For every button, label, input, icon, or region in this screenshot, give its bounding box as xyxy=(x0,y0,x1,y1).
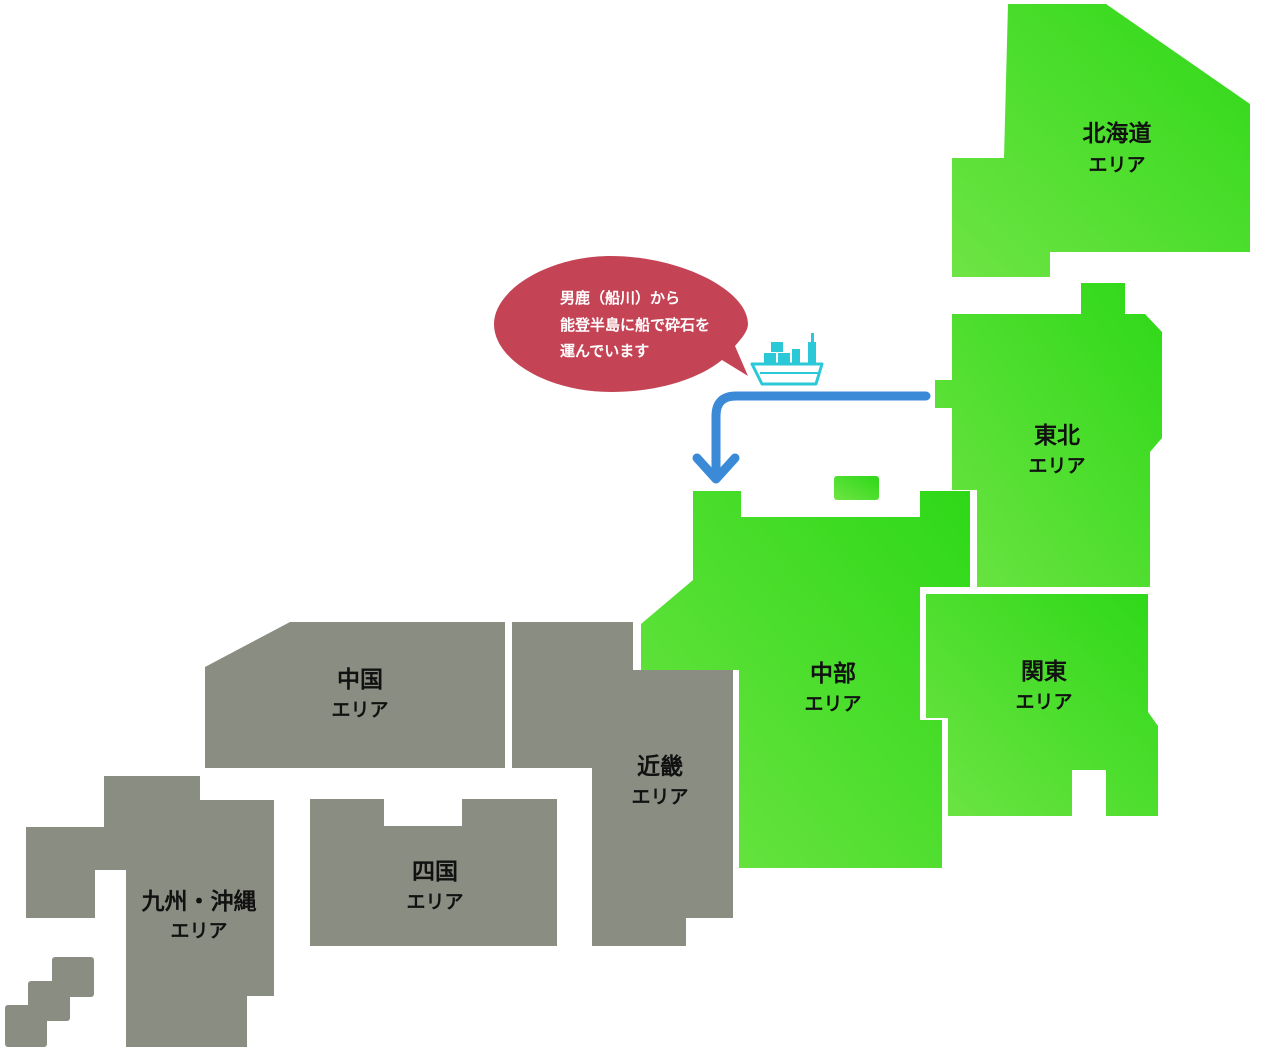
callout-bubble: 男鹿（船川）から 能登半島に船で砕石を 運んでいます xyxy=(494,256,748,392)
region-chugoku[interactable]: 中国 エリア xyxy=(205,622,505,768)
region-shikoku[interactable]: 四国 エリア xyxy=(310,799,557,946)
region-kyushu-sub: エリア xyxy=(170,920,227,942)
region-chugoku-sub: エリア xyxy=(331,699,388,721)
region-shikoku-name: 四国 xyxy=(412,859,458,885)
region-tohoku-name: 東北 xyxy=(1034,423,1080,449)
region-chubu-name: 中部 xyxy=(810,660,856,687)
region-chubu-island xyxy=(834,476,879,500)
region-tohoku-sub: エリア xyxy=(1028,455,1085,477)
region-hokkaido-shape xyxy=(952,4,1250,277)
region-chugoku-name: 中国 xyxy=(337,667,383,693)
region-hokkaido-name: 北海道 xyxy=(1083,120,1152,147)
callout-bubble-shape xyxy=(494,256,748,392)
route-arrow-icon xyxy=(692,391,931,484)
region-chugoku-shape xyxy=(205,622,505,768)
region-kinki[interactable]: 近畿 エリア xyxy=(512,622,733,946)
region-chubu-shape xyxy=(641,491,970,868)
region-kyushu-name: 九州・沖縄 xyxy=(141,889,257,915)
region-kanto-sub: エリア xyxy=(1015,691,1072,713)
region-okinawa-island-3 xyxy=(5,1005,47,1047)
region-kyushu-shape xyxy=(26,776,274,1047)
region-kinki-sub: エリア xyxy=(631,786,688,808)
region-kanto-name: 関東 xyxy=(1021,659,1067,685)
region-hokkaido-sub: エリア xyxy=(1088,154,1145,176)
callout-line-2: 能登半島に船で砕石を xyxy=(560,316,710,334)
region-kinki-name: 近畿 xyxy=(637,754,683,780)
region-tohoku[interactable]: 東北 エリア xyxy=(935,283,1162,587)
callout-line-1: 男鹿（船川）から xyxy=(560,289,680,307)
callout-line-3: 運んでいます xyxy=(560,342,649,360)
region-chubu[interactable]: 中部 エリア xyxy=(641,476,970,868)
region-kyushu[interactable]: 九州・沖縄 エリア xyxy=(5,776,274,1047)
region-kinki-shape xyxy=(512,622,733,946)
region-hokkaido[interactable]: 北海道 エリア xyxy=(952,4,1250,277)
region-kanto-shape xyxy=(926,594,1158,816)
region-shikoku-sub: エリア xyxy=(406,891,463,913)
region-tohoku-shape xyxy=(935,283,1162,587)
region-shikoku-shape xyxy=(310,799,557,946)
region-kanto[interactable]: 関東 エリア xyxy=(926,594,1158,816)
cargo-ship-icon xyxy=(750,333,824,386)
region-chubu-sub: エリア xyxy=(804,693,861,715)
